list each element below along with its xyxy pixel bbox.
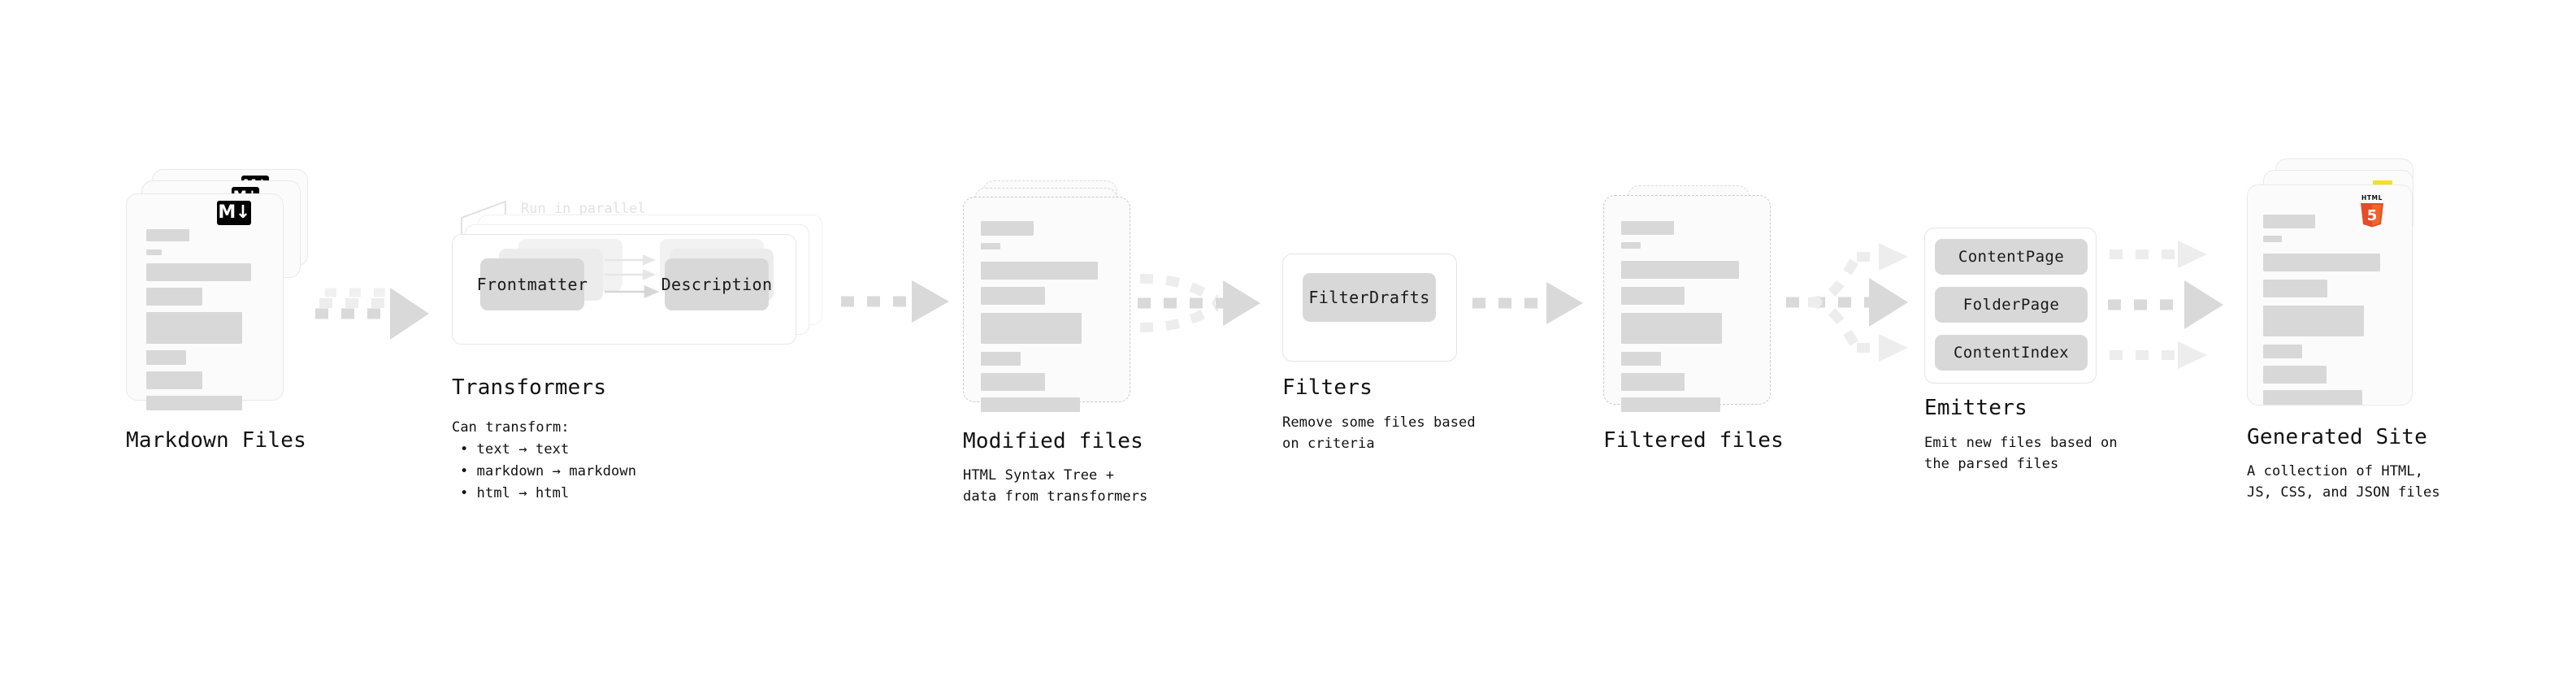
filters-group: FilterDrafts: [1282, 254, 1457, 362]
content-bar: [2263, 390, 2362, 405]
transformer-inner-arrows: [605, 254, 660, 298]
folderpage-chip[interactable]: FolderPage: [1935, 287, 2088, 323]
folderpage-chip-label: FolderPage: [1962, 296, 2060, 314]
connector-modified-to-filters: [1138, 274, 1260, 332]
filtered-card-front: [1603, 195, 1771, 412]
filters-subtitle: Remove some files based on criteria: [1282, 414, 1476, 453]
html5-icon: HTML 5: [2361, 194, 2383, 228]
connector-filters-to-filtered: [1472, 282, 1583, 324]
modified-files-stack: [963, 180, 1150, 424]
filtered-files-title: Filtered files: [1603, 428, 1784, 453]
content-bar: [1621, 313, 1722, 344]
markdown-card-front: [126, 193, 284, 410]
content-bar: [981, 352, 1021, 366]
emitters-subtitle: Emit new files based on the parsed files: [1924, 435, 2118, 473]
markdown-files-title: Markdown Files: [126, 428, 306, 453]
generated-card-front: [2247, 184, 2413, 406]
content-bar: [146, 263, 251, 281]
description-chip[interactable]: Description: [661, 258, 772, 310]
frontmatter-chip-label: Frontmatter: [476, 275, 588, 294]
modified-card-front: [963, 197, 1130, 412]
content-bar: [146, 371, 202, 389]
content-bar: [2263, 366, 2327, 384]
transformers-list-item-0: • text → text: [460, 441, 570, 458]
filterdrafts-chip-label: FilterDrafts: [1308, 288, 1430, 307]
content-bar: [2263, 236, 2282, 242]
content-bar: [1621, 221, 1674, 235]
transformers-list-item-2: • html → html: [460, 485, 570, 501]
transformers-title: Transformers: [452, 375, 607, 400]
description-chip-label: Description: [661, 275, 773, 294]
contentpage-chip[interactable]: ContentPage: [1935, 239, 2088, 275]
content-bar: [146, 350, 186, 365]
content-bar: [1621, 373, 1685, 391]
contentindex-chip[interactable]: ContentIndex: [1935, 335, 2088, 371]
filtered-files-stack: [1603, 185, 1782, 421]
content-bar: [1621, 242, 1641, 249]
generated-site-subtitle: A collection of HTML, JS, CSS, and JSON …: [2247, 463, 2440, 501]
transformers-subtitle: Can transform:: [452, 419, 570, 436]
content-bar: [2263, 215, 2315, 228]
contentindex-chip-label: ContentIndex: [1953, 344, 2070, 362]
html5-icon-digit: 5: [2367, 207, 2378, 224]
connector-emitters-to-site: [2108, 241, 2223, 369]
run-in-parallel-label: Run in parallel: [521, 201, 646, 217]
content-bar: [981, 313, 1082, 344]
content-bar: [2263, 280, 2327, 297]
content-bar: [2263, 254, 2380, 271]
filters-title: Filters: [1282, 375, 1373, 400]
markdown-icon-label-3: M↓: [218, 202, 250, 223]
content-bar: [1621, 261, 1739, 279]
content-bar: [981, 373, 1045, 391]
content-bar: [146, 229, 189, 241]
content-bar: [146, 396, 242, 410]
filterdrafts-chip[interactable]: FilterDrafts: [1303, 273, 1436, 322]
connector-filtered-to-emitters: [1786, 243, 1908, 362]
content-bar: [981, 221, 1034, 236]
modified-files-subtitle: HTML Syntax Tree + data from transformer…: [963, 467, 1148, 505]
generated-site-stack: CSS HTML 5: [2247, 158, 2450, 419]
emitters-group: ContentPage FolderPage ContentIndex: [1924, 228, 2097, 384]
modified-files-title: Modified files: [963, 429, 1143, 453]
connector-md-to-transformers: [315, 288, 429, 340]
html5-icon-wordmark: HTML: [2361, 194, 2383, 202]
transformers-group: Frontmatter Description: [452, 215, 826, 361]
content-bar: [1621, 287, 1685, 305]
content-bar: [1621, 352, 1661, 366]
frontmatter-chip[interactable]: Frontmatter: [477, 258, 588, 310]
content-bar: [981, 287, 1045, 305]
transformers-list-item-1: • markdown → markdown: [460, 463, 637, 479]
emitters-title: Emitters: [1924, 396, 2027, 420]
markdown-icon-front: M↓: [217, 201, 251, 225]
content-bar: [981, 397, 1080, 412]
content-bar: [146, 288, 202, 306]
content-bar: [981, 243, 1000, 249]
content-bar: [981, 262, 1098, 280]
content-bar: [2263, 306, 2364, 336]
contentpage-chip-label: ContentPage: [1958, 248, 2065, 266]
content-bar: [2263, 345, 2302, 358]
generated-site-title: Generated Site: [2247, 425, 2427, 449]
markdown-files-stack: M↓ M↓ M↓: [126, 169, 313, 421]
content-bar: [146, 249, 162, 255]
content-bar: [1621, 397, 1720, 412]
content-bar: [146, 312, 242, 344]
connector-transformers-to-modified: [841, 280, 949, 323]
